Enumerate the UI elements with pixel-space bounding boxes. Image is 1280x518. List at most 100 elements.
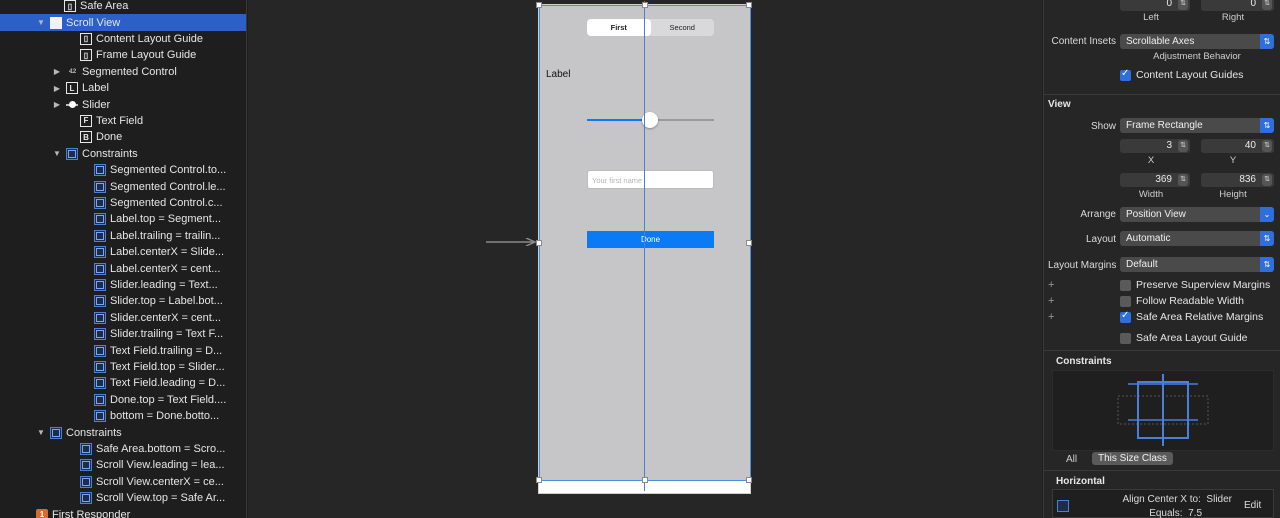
outline-row[interactable]: Safe Area.bottom = Scro... xyxy=(0,441,246,457)
stepper-icon[interactable]: ⇅ xyxy=(1178,174,1188,186)
preserve-superview-checkbox[interactable] xyxy=(1120,280,1131,291)
resize-handle-br[interactable] xyxy=(746,477,752,483)
disclosure-collapsed-icon[interactable]: ▶ xyxy=(53,83,61,93)
disclosure-collapsed-icon[interactable]: ▶ xyxy=(53,67,61,77)
layout-popup[interactable]: Automatic ⇅ xyxy=(1120,231,1274,246)
edit-constraint-button[interactable]: Edit xyxy=(1244,500,1262,511)
outline-row-label: Text Field xyxy=(96,114,144,127)
filter-this-size-class[interactable]: This Size Class xyxy=(1092,452,1173,465)
add-variation-icon[interactable]: + xyxy=(1048,295,1055,307)
constraint-row[interactable] xyxy=(1052,489,1274,518)
constraint-icon xyxy=(94,180,106,193)
show-popup[interactable]: Frame Rectangle ⇅ xyxy=(1120,118,1274,133)
outline-row[interactable]: Label.centerX = Slide... xyxy=(0,244,246,260)
storyboard-canvas[interactable]: First Second Label Your first name Done xyxy=(248,0,1042,518)
outline-row[interactable]: ▼Constraints xyxy=(0,146,246,162)
outline-row[interactable]: Label.centerX = cent... xyxy=(0,260,246,276)
add-variation-icon[interactable]: + xyxy=(1048,311,1055,323)
width-field[interactable]: 369 ⇅ xyxy=(1120,173,1190,187)
constraint-icon xyxy=(94,393,106,406)
disclosure-collapsed-icon[interactable]: ▶ xyxy=(53,100,61,110)
slider-thumb[interactable] xyxy=(642,112,658,128)
outline-row[interactable]: ▼Constraints xyxy=(0,424,246,440)
stepper-icon[interactable]: ⇅ xyxy=(1262,174,1272,186)
outline-row[interactable]: Segmented Control.to... xyxy=(0,162,246,178)
outline-row[interactable]: bottom = Done.botto... xyxy=(0,408,246,424)
outline-row[interactable]: Slider.trailing = Text F... xyxy=(0,326,246,342)
outline-row[interactable]: Segmented Control.c... xyxy=(0,195,246,211)
follow-readable-checkbox[interactable] xyxy=(1120,296,1131,307)
constraint-icon xyxy=(1057,500,1069,512)
outline-row[interactable]: ▯Safe Area xyxy=(0,0,246,14)
stepper-icon[interactable]: ⇅ xyxy=(1262,0,1272,10)
inset-right-field[interactable]: 0 ⇅ xyxy=(1201,0,1274,11)
view-controller-scene[interactable]: First Second Label Your first name Done xyxy=(536,1,752,494)
done-button[interactable]: Done xyxy=(587,231,714,248)
divider xyxy=(1044,470,1280,471)
stepper-icon[interactable]: ⇅ xyxy=(1178,140,1188,152)
text-field[interactable]: Your first name xyxy=(587,170,714,189)
layout-margins-popup[interactable]: Default ⇅ xyxy=(1120,257,1274,272)
resize-handle-mr[interactable] xyxy=(746,240,752,246)
disclosure-expanded-icon[interactable]: ▼ xyxy=(53,149,61,159)
constraint-icon xyxy=(94,311,106,324)
safe-area-layout-guide-checkbox[interactable] xyxy=(1120,333,1131,344)
add-variation-icon[interactable]: + xyxy=(1048,279,1055,291)
outline-row[interactable]: Label.top = Segment... xyxy=(0,211,246,227)
outline-row[interactable]: ▯Frame Layout Guide xyxy=(0,47,246,63)
filter-all[interactable]: All xyxy=(1066,454,1078,465)
outline-row[interactable]: Done.top = Text Field.... xyxy=(0,392,246,408)
x-caption: X xyxy=(1147,155,1155,166)
segment-second[interactable]: Second xyxy=(669,23,695,32)
resize-handle-tl[interactable] xyxy=(536,2,542,8)
slider-track-filled xyxy=(587,119,650,121)
constraint-icon xyxy=(94,344,106,357)
content-layout-guides-checkbox[interactable] xyxy=(1120,68,1131,81)
resize-handle-bl[interactable] xyxy=(536,477,542,483)
outline-row[interactable]: ▯Content Layout Guide xyxy=(0,31,246,47)
outline-row[interactable]: Text Field.trailing = D... xyxy=(0,342,246,358)
x-field[interactable]: 3 ⇅ xyxy=(1120,139,1190,153)
stepper-icon[interactable]: ⇅ xyxy=(1178,0,1188,10)
resize-handle-ml[interactable] xyxy=(536,240,542,246)
popup-arrows-icon: ⇅ xyxy=(1260,118,1274,133)
inset-left-field[interactable]: 0 ⇅ xyxy=(1120,0,1190,11)
stepper-icon[interactable]: ⇅ xyxy=(1262,140,1272,152)
scroll-view[interactable]: First Second Label Your first name Done xyxy=(539,5,751,481)
outline-row-label: Segmented Control.to... xyxy=(110,164,227,177)
arrange-popup[interactable]: Position View ⌄ xyxy=(1120,207,1274,222)
segmented-control[interactable]: First Second xyxy=(587,19,714,36)
adjustment-behavior-caption: Adjustment Behavior xyxy=(1153,51,1241,62)
outline-row[interactable]: Scroll View.leading = lea... xyxy=(0,457,246,473)
content-insets-popup[interactable]: Scrollable Axes ⇅ xyxy=(1120,34,1274,49)
outline-row[interactable]: Text Field.top = Slider... xyxy=(0,359,246,375)
outline-row[interactable]: Segmented Control.le... xyxy=(0,178,246,194)
segment-first[interactable]: First xyxy=(587,19,651,36)
outline-row[interactable]: Scroll View.top = Safe Ar... xyxy=(0,490,246,506)
outline-row[interactable]: ▶Slider xyxy=(0,96,246,112)
resize-handle-tr[interactable] xyxy=(746,2,752,8)
slider[interactable] xyxy=(587,110,714,130)
y-field[interactable]: 40 ⇅ xyxy=(1201,139,1274,153)
outline-row[interactable]: Slider.top = Label.bot... xyxy=(0,293,246,309)
label[interactable]: Label xyxy=(546,69,571,80)
constraint-constant: Equals: 7.5 xyxy=(1149,508,1202,518)
disclosure-expanded-icon[interactable]: ▼ xyxy=(37,428,45,438)
outline-row[interactable]: Scroll View.centerX = ce... xyxy=(0,474,246,490)
outline-row[interactable]: Slider.leading = Text... xyxy=(0,277,246,293)
outline-row[interactable]: Label.trailing = trailin... xyxy=(0,228,246,244)
outline-row[interactable]: Slider.centerX = cent... xyxy=(0,310,246,326)
outline-row[interactable]: ▼Scroll View xyxy=(0,14,246,31)
disclosure-expanded-icon[interactable]: ▼ xyxy=(37,18,45,28)
height-field[interactable]: 836 ⇅ xyxy=(1201,173,1274,187)
left-caption: Left xyxy=(1143,12,1159,23)
safe-area-relative-checkbox[interactable] xyxy=(1120,310,1131,323)
outline-row[interactable]: Text Field.leading = D... xyxy=(0,375,246,391)
resize-handle-tc[interactable] xyxy=(642,2,648,8)
resize-handle-bc[interactable] xyxy=(642,477,648,483)
